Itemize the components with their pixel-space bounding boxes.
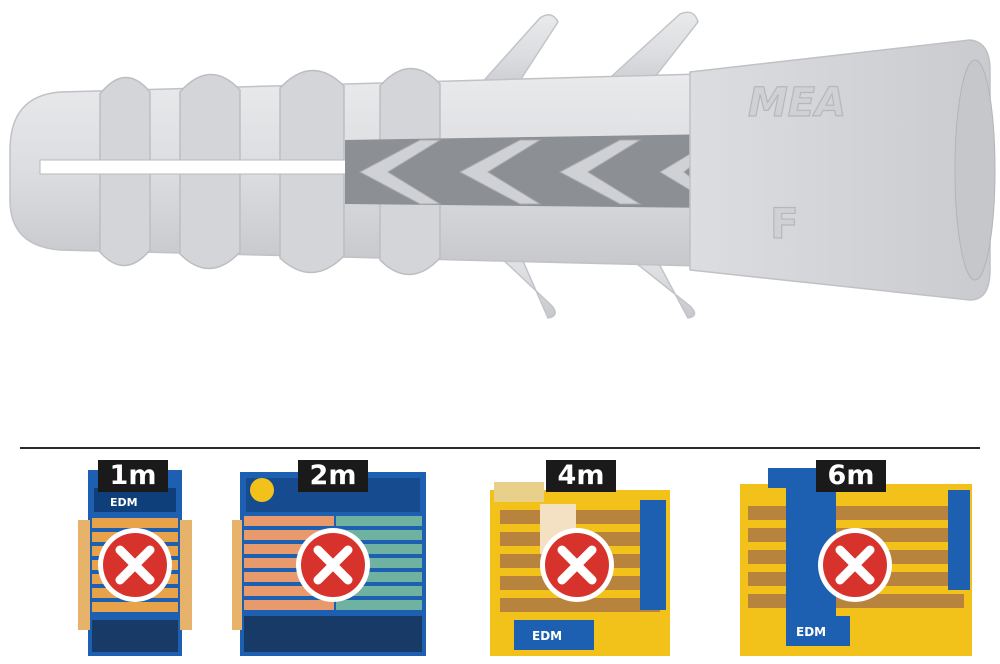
size-badge-6m: 6m bbox=[816, 460, 886, 492]
stand-6m-brand: EDM bbox=[796, 625, 826, 639]
wall-plug-image: MEA F bbox=[9, 11, 996, 319]
display-6m: EDM 6m bbox=[730, 460, 980, 660]
display-2m: 2m bbox=[232, 460, 432, 660]
wall-plug-drawing: MEA F bbox=[9, 11, 996, 319]
not-available-icon bbox=[818, 528, 892, 602]
model-letter-emboss: F bbox=[770, 199, 799, 248]
brand-emboss: MEA bbox=[748, 80, 846, 126]
not-available-icon bbox=[296, 528, 370, 602]
stand-1m-brand: EDM bbox=[110, 496, 138, 509]
display-1m: EDM 1m bbox=[70, 460, 200, 660]
watermark: MINFO.pt bbox=[470, 316, 616, 346]
size-badge-2m: 2m bbox=[298, 460, 368, 492]
divider-line bbox=[20, 447, 980, 449]
display-4m: EDM 4m bbox=[480, 460, 680, 660]
size-badge-1m: 1m bbox=[98, 460, 168, 492]
not-available-icon bbox=[98, 528, 172, 602]
not-available-icon bbox=[540, 528, 614, 602]
size-badge-4m: 4m bbox=[546, 460, 616, 492]
stand-4m-brand: EDM bbox=[532, 629, 562, 643]
